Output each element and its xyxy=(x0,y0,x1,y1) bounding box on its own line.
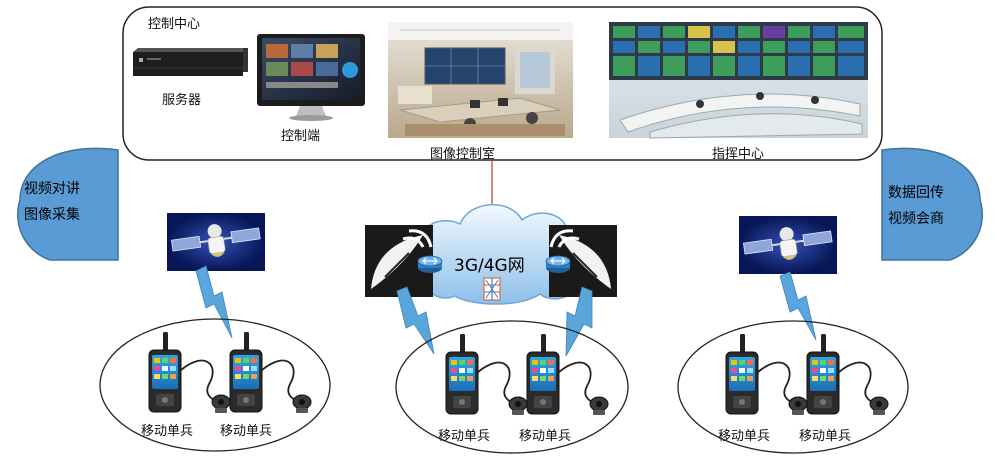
image-control-room-photo xyxy=(388,22,573,138)
satellite-right-icon xyxy=(738,215,838,275)
terminal-label: 移动单兵 xyxy=(718,429,771,444)
terminal-label: 移动单兵 xyxy=(438,429,491,444)
right-bubble-text: 数据回传 视频会商 xyxy=(888,180,944,232)
left-bubble-line-2: 图像采集 xyxy=(24,207,80,223)
left-bubble-text: 视频对讲 图像采集 xyxy=(24,176,80,228)
terminal-label: 移动单兵 xyxy=(141,424,194,439)
wireless-bolt-left xyxy=(195,265,233,339)
server-icon xyxy=(133,48,248,76)
handheld-terminal-icon xyxy=(148,331,231,414)
wireless-bolt-center-right xyxy=(565,286,593,357)
handheld-terminal-icon xyxy=(725,333,808,416)
left-bubble xyxy=(17,147,119,261)
terminal-group-center xyxy=(395,320,629,454)
terminal-label: 移动单兵 xyxy=(220,424,273,439)
server-label: 服务器 xyxy=(162,93,202,108)
handheld-terminal-icon xyxy=(229,331,312,414)
network-label: 3G/4G网 xyxy=(454,256,525,276)
terminal-label: 移动单兵 xyxy=(799,429,852,444)
control-terminal-label: 控制端 xyxy=(281,129,321,144)
right-bubble xyxy=(881,147,983,261)
terminal-group-left xyxy=(99,318,331,452)
control-center-title: 控制中心 xyxy=(148,17,201,32)
wireless-bolt-center-left xyxy=(396,286,435,355)
right-bubble-line-1: 数据回传 xyxy=(888,185,944,201)
command-center-photo xyxy=(609,22,868,139)
firewall-icon xyxy=(483,277,501,301)
handheld-terminal-icon xyxy=(445,333,528,416)
command-center-label: 指挥中心 xyxy=(712,147,765,162)
router-left-icon xyxy=(417,255,443,274)
wireless-bolt-right xyxy=(779,271,817,341)
router-right-icon xyxy=(545,255,571,274)
monitor-icon xyxy=(257,34,365,121)
handheld-terminal-icon xyxy=(806,333,889,416)
terminal-group-right xyxy=(677,320,909,454)
left-bubble-line-1: 视频对讲 xyxy=(24,181,80,197)
right-bubble-line-2: 视频会商 xyxy=(888,211,944,227)
image-control-room-label: 图像控制室 xyxy=(430,147,496,162)
terminal-label: 移动单兵 xyxy=(519,429,572,444)
satellite-left-icon xyxy=(166,212,266,272)
